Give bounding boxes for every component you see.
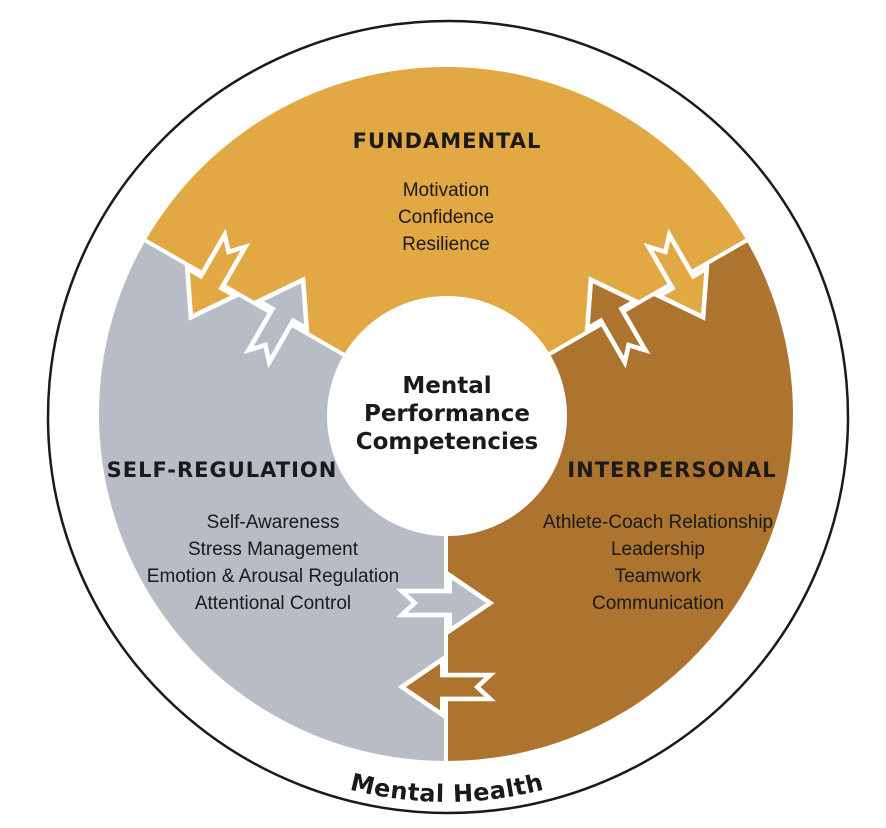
segment-label-fundamental: FUNDAMENTAL <box>353 129 542 153</box>
self-regulation-item: Emotion & Arousal Regulation <box>147 566 399 587</box>
segment-label-interpersonal: INTERPERSONAL <box>567 458 776 482</box>
seam-line-topright <box>545 238 748 358</box>
self-regulation-item: Stress Management <box>188 539 359 560</box>
center-title-line-3: Competencies <box>356 429 538 455</box>
fundamental-item: Confidence <box>398 207 494 228</box>
center-title-line-1: Mental <box>402 373 491 399</box>
interpersonal-item: Communication <box>592 593 724 614</box>
self-regulation-item: Attentional Control <box>195 593 351 614</box>
segment-fundamental <box>145 67 747 414</box>
seam-line-topleft <box>144 238 347 358</box>
interpersonal-item: Athlete-Coach Relationship <box>543 512 773 533</box>
center-circle <box>327 296 567 536</box>
interpersonal-item: Teamwork <box>615 566 702 587</box>
interpersonal-item: Leadership <box>611 539 705 560</box>
segment-label-self-regulation: SELF-REGULATION <box>107 458 338 482</box>
self-regulation-item: Self-Awareness <box>207 512 340 533</box>
fundamental-item: Resilience <box>402 234 490 255</box>
fundamental-item: Motivation <box>403 180 490 201</box>
center-title-line-2: Performance <box>364 401 530 427</box>
